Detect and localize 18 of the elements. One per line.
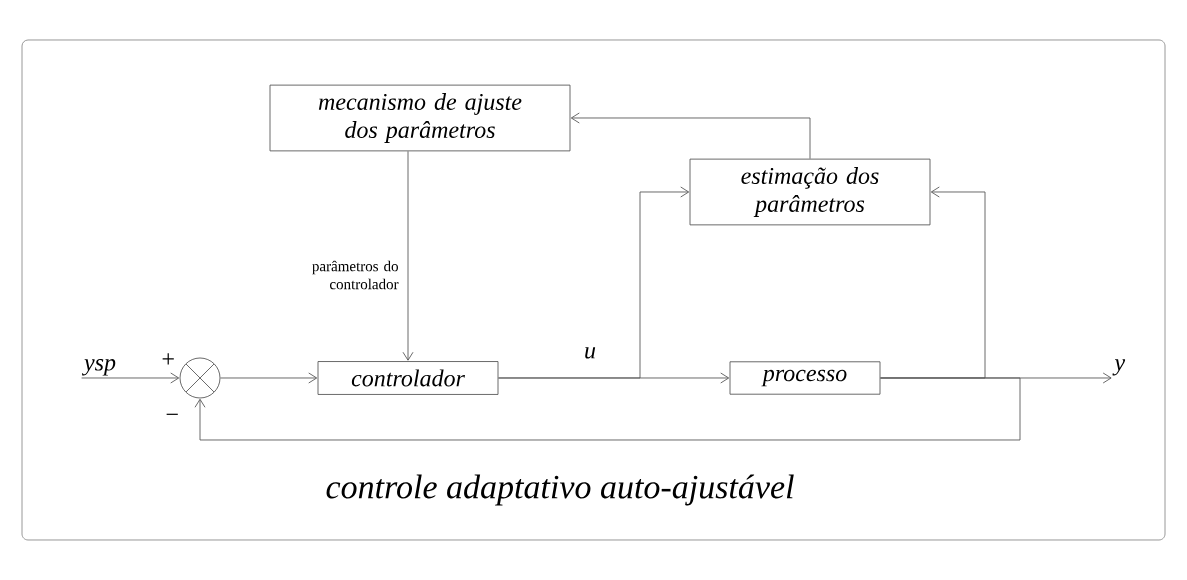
edge-label: parâmetros do controlador [302,259,400,291]
process-box: processo [729,361,881,395]
signal-label: ysp [82,359,116,376]
process-box: mecanismo de ajuste dos parâmetros [269,84,571,152]
arrow [570,112,811,160]
process-box: controlador [317,361,499,395]
arrow [498,186,690,379]
caption: controle adaptativo auto-ajustável [326,474,794,506]
arrow [220,372,318,384]
process-box: estimação dos parâmetros [689,158,931,226]
edge-label: u [583,346,597,360]
arrow [81,372,180,384]
sign-label: − [166,413,178,415]
sign-label: + [162,353,174,365]
arrow [194,377,1021,441]
signal-label: y [1112,359,1126,376]
arrow [402,150,414,361]
summing-junction [179,357,221,399]
